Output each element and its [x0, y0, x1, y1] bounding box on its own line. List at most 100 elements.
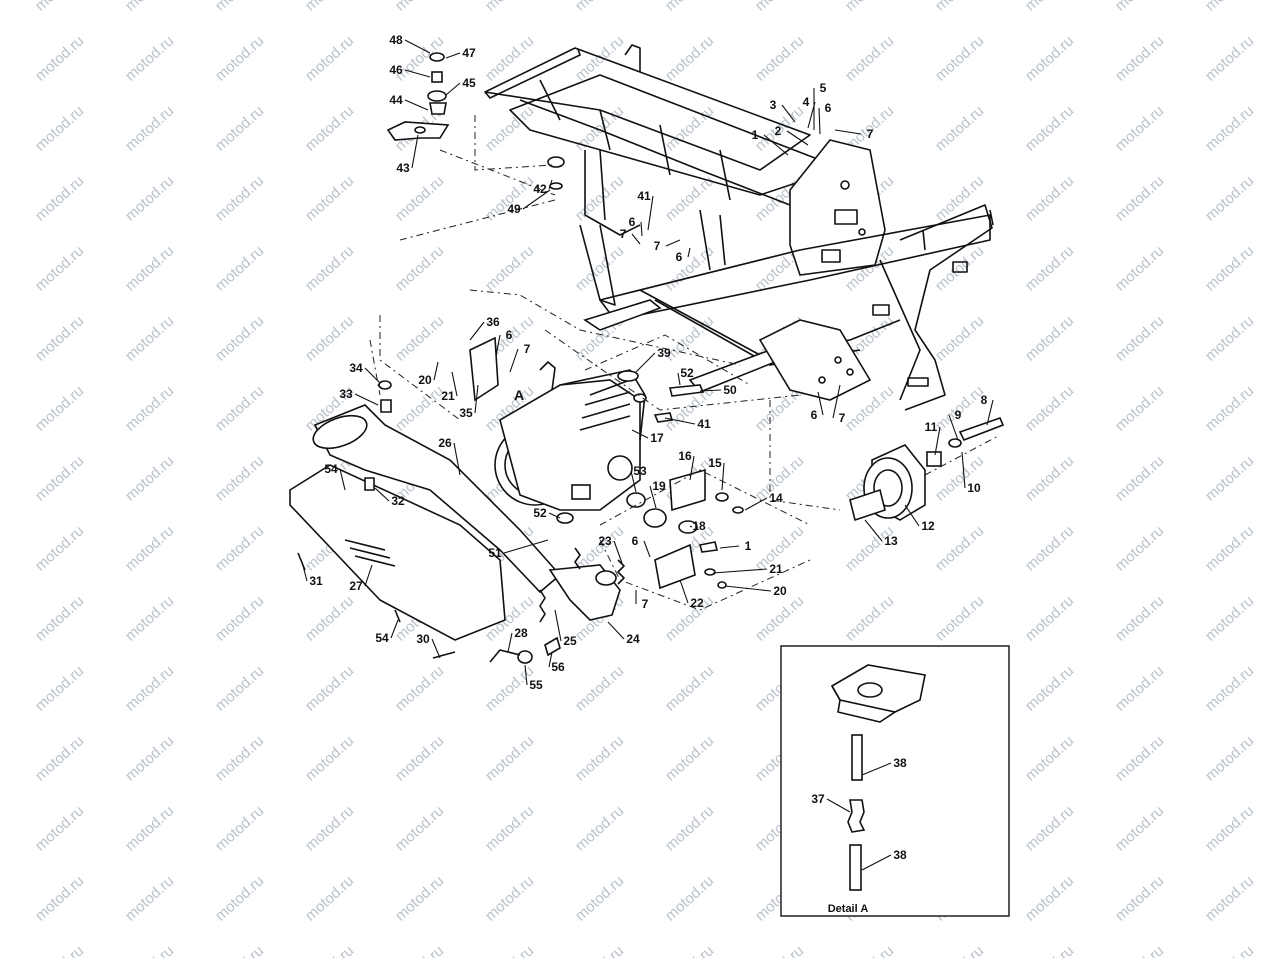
- callout-2a: 2: [775, 124, 782, 138]
- callout-7f: 7: [642, 597, 649, 611]
- leader-line-49: [522, 189, 551, 210]
- callout-21a: 21: [441, 389, 455, 403]
- callout-38a: 38: [893, 756, 907, 770]
- callout-37: 37: [811, 792, 825, 806]
- leader-line-43: [411, 134, 419, 169]
- callout-27: 27: [349, 579, 363, 593]
- callout-1b: 1: [745, 539, 752, 553]
- leader-line-36: [469, 321, 485, 341]
- callout-19: 19: [652, 479, 666, 493]
- callout-18: 18: [692, 519, 706, 533]
- leader-line-38b: [861, 854, 892, 871]
- leader-line-10: [961, 451, 966, 489]
- leader-line-7e: [832, 384, 841, 419]
- callout-6d: 6: [506, 328, 513, 342]
- leader-line-23: [613, 540, 623, 564]
- leader-line-52b: [548, 512, 561, 519]
- callout-53: 53: [633, 464, 647, 478]
- leader-line-12: [904, 504, 920, 527]
- leader-line-47: [445, 52, 461, 59]
- leader-line-45: [445, 82, 461, 96]
- leader-line-6f: [643, 540, 651, 558]
- callout-6e: 6: [811, 408, 818, 422]
- callout-8: 8: [981, 393, 988, 407]
- leader-line-25: [554, 609, 562, 642]
- leader-line-31: [301, 561, 308, 582]
- callout-7a: 7: [620, 227, 627, 241]
- callout-17: 17: [650, 431, 664, 445]
- clutch-drive-assembly: [849, 416, 1005, 522]
- callout-26: 26: [438, 436, 452, 450]
- leader-line-11: [934, 426, 941, 456]
- callout-6a: 6: [629, 215, 636, 229]
- callout-47: 47: [462, 46, 476, 60]
- callout-38b: 38: [893, 848, 907, 862]
- callout-14: 14: [769, 491, 783, 505]
- callout-10: 10: [967, 481, 981, 495]
- assembly-lines: [369, 115, 1001, 611]
- callout-33: 33: [339, 387, 353, 401]
- leader-line-6c: [818, 107, 821, 135]
- callout-43: 43: [396, 161, 410, 175]
- callout-46: 46: [389, 63, 403, 77]
- leader-line-15: [721, 462, 725, 491]
- leader-line-7d: [509, 348, 519, 373]
- leader-line-13: [864, 519, 883, 542]
- leader-line-54a: [339, 468, 346, 491]
- leader-line-34: [364, 367, 381, 384]
- leader-line-54b: [390, 619, 399, 639]
- callout-leaders: [301, 39, 994, 871]
- leader-line-1a: [763, 134, 789, 156]
- callout-7b: 7: [654, 239, 661, 253]
- leader-line-51: [503, 539, 549, 554]
- callout-3: 3: [770, 98, 777, 112]
- callout-35: 35: [459, 406, 473, 420]
- callout-20b: 20: [773, 584, 787, 598]
- leader-line-32: [374, 487, 390, 502]
- callout-39: 39: [657, 346, 671, 360]
- leader-line-6b: [687, 247, 691, 258]
- callout-36: 36: [486, 315, 500, 329]
- callout-21b: 21: [769, 562, 783, 576]
- leader-line-7c: [834, 129, 862, 135]
- leader-line-56: [548, 651, 553, 668]
- leader-line-6a: [640, 221, 643, 237]
- callout-6b: 6: [676, 250, 683, 264]
- callout-41a: 41: [637, 189, 651, 203]
- leader-line-46: [404, 69, 431, 78]
- callout-49: 49: [507, 202, 521, 216]
- leader-line-52a: [677, 372, 681, 386]
- callout-23: 23: [598, 534, 612, 548]
- leader-line-50: [699, 389, 722, 392]
- callout-15: 15: [708, 456, 722, 470]
- leader-line-21a: [451, 371, 458, 397]
- callout-4: 4: [803, 95, 810, 109]
- leader-line-22: [679, 579, 689, 604]
- engine-marker-a: A: [514, 387, 524, 403]
- callout-6f: 6: [632, 534, 639, 548]
- callout-48: 48: [389, 33, 403, 47]
- callout-32: 32: [391, 494, 405, 508]
- mount-hardware-43-49: [386, 52, 565, 190]
- callout-52a: 52: [680, 366, 694, 380]
- frame-assembly: [484, 44, 994, 411]
- leader-line-24: [607, 621, 625, 640]
- callout-7c: 7: [867, 127, 874, 141]
- callout-12: 12: [921, 519, 935, 533]
- leader-line-16: [689, 455, 695, 481]
- leader-line-14: [744, 497, 768, 511]
- leader-line-2a: [786, 130, 809, 146]
- callout-30: 30: [416, 632, 430, 646]
- callout-13: 13: [884, 534, 898, 548]
- callout-9: 9: [955, 408, 962, 422]
- leader-line-42: [548, 179, 553, 190]
- detail-a-caption: Detail A: [828, 903, 869, 915]
- callout-55: 55: [529, 678, 543, 692]
- leader-line-7b: [665, 239, 681, 247]
- callout-56: 56: [551, 660, 565, 674]
- leader-line-20b: [724, 585, 772, 592]
- leader-line-7a: [631, 233, 641, 245]
- engine-assembly: [494, 361, 646, 511]
- callout-16: 16: [678, 449, 692, 463]
